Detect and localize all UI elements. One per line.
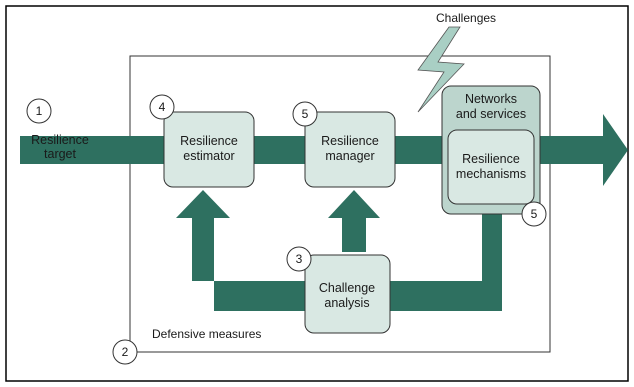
defensive-measures-label: Defensive measures bbox=[152, 327, 261, 341]
svg-text:1: 1 bbox=[36, 104, 43, 118]
resilience-target-line1: Resilience bbox=[31, 133, 89, 147]
circle-5-manager: 5 bbox=[292, 101, 318, 127]
defensive-measures-frame bbox=[129, 55, 551, 353]
networks-line2: and services bbox=[456, 107, 526, 121]
manager-line1: Resilience bbox=[321, 134, 379, 148]
circle-1: 1 bbox=[26, 98, 52, 124]
manager-line2: manager bbox=[325, 149, 374, 163]
challenges-bolt-icon bbox=[417, 26, 465, 113]
outer-frame bbox=[5, 5, 629, 382]
circle-5-mechanisms: 5 bbox=[521, 201, 547, 227]
analysis-line1: Challenge bbox=[319, 281, 375, 295]
resilience-estimator-box bbox=[163, 111, 255, 188]
mechanisms-line2: mechanisms bbox=[456, 167, 526, 181]
mechanisms-line1: Resilience bbox=[462, 152, 520, 166]
svg-text:2: 2 bbox=[122, 345, 129, 359]
networks-line1: Networks bbox=[465, 92, 517, 106]
analysis-line2: analysis bbox=[324, 296, 369, 310]
svg-text:5: 5 bbox=[531, 207, 538, 221]
circle-2: 2 bbox=[112, 339, 138, 365]
estimator-line2: estimator bbox=[183, 149, 234, 163]
svg-text:4: 4 bbox=[159, 100, 166, 114]
resilience-mechanisms-box bbox=[447, 129, 535, 205]
circle-3: 3 bbox=[286, 246, 312, 272]
circle-4: 4 bbox=[149, 94, 175, 120]
challenges-label: Challenges bbox=[436, 11, 496, 25]
svg-text:5: 5 bbox=[302, 107, 309, 121]
challenge-analysis-box bbox=[304, 254, 391, 334]
analysis-to-manager-arrow bbox=[328, 190, 380, 252]
resilience-manager-box bbox=[304, 111, 396, 188]
estimator-line1: Resilience bbox=[180, 134, 238, 148]
resilience-target-line2: target bbox=[44, 147, 76, 161]
svg-text:3: 3 bbox=[296, 252, 303, 266]
